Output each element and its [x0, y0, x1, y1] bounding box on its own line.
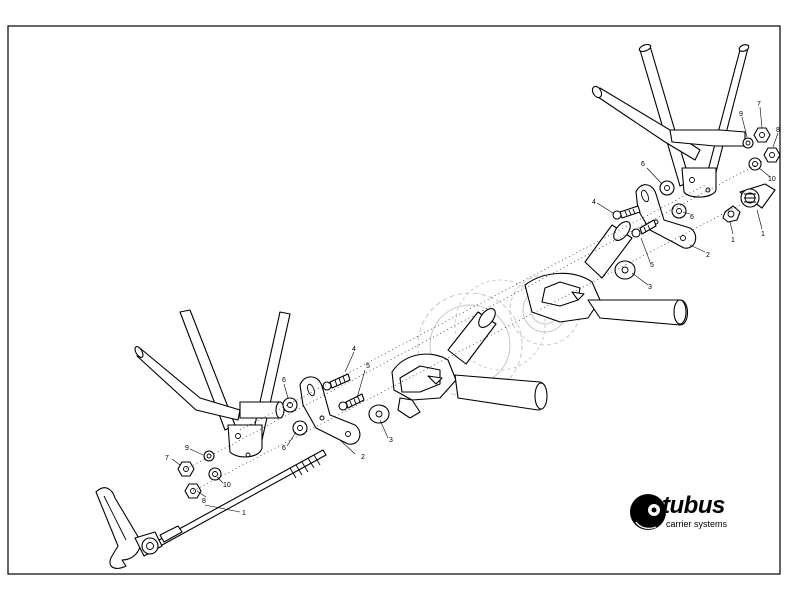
callout-5-right-bolt: 5 [650, 262, 654, 269]
left-rack-struts [134, 309, 291, 458]
brand-name: tubus [662, 492, 725, 519]
callout-2-left-plate: 2 [361, 454, 365, 461]
callout-7-left-nut: 7 [165, 455, 169, 462]
callout-7-right-nut: 7 [757, 101, 761, 108]
callout-10-left-washer: 10 [223, 482, 231, 489]
callout-labels: 1 2 3 4 5 6 6 7 8 9 10 1 1 2 3 4 5 6 6 7… [165, 101, 780, 517]
tubus-logo: tubus carrier systems [630, 492, 728, 530]
callout-1-right-nut: 1 [761, 231, 765, 238]
callout-6-right-washer-top: 6 [641, 161, 645, 168]
callout-6-right-washer-bottom: 6 [690, 214, 694, 221]
callout-9-right-washer: 9 [739, 111, 743, 118]
callout-5-left-bolt: 5 [366, 363, 370, 370]
callout-1-skewer: 1 [242, 510, 246, 517]
callout-3-left-spacer: 3 [389, 437, 393, 444]
callout-4-left-bolt: 4 [352, 346, 356, 353]
callout-8-left-nut: 8 [202, 498, 206, 505]
brand-tagline: carrier systems [666, 519, 728, 529]
callout-1-right-cone: 1 [731, 237, 735, 244]
callout-2-right-plate: 2 [706, 252, 710, 259]
right-hardware [612, 127, 781, 280]
callout-3-right-spacer: 3 [648, 284, 652, 291]
callout-9-left-washer: 9 [185, 445, 189, 452]
left-hardware [177, 373, 390, 499]
quick-release-skewer [95, 449, 327, 569]
callout-10-right-washer: 10 [768, 176, 776, 183]
leader-lines [171, 106, 779, 513]
tubus-logo-mark [630, 494, 666, 530]
alignment-axes [185, 159, 766, 492]
right-rack-struts [591, 43, 750, 198]
callout-6-left-washer-bottom: 6 [282, 445, 286, 452]
callout-4-right-bolt: 4 [592, 199, 596, 206]
rear-dropout-assembly [391, 221, 689, 419]
callout-6-left-washer-top: 6 [282, 377, 286, 384]
callout-8-right-nut: 8 [776, 127, 780, 134]
